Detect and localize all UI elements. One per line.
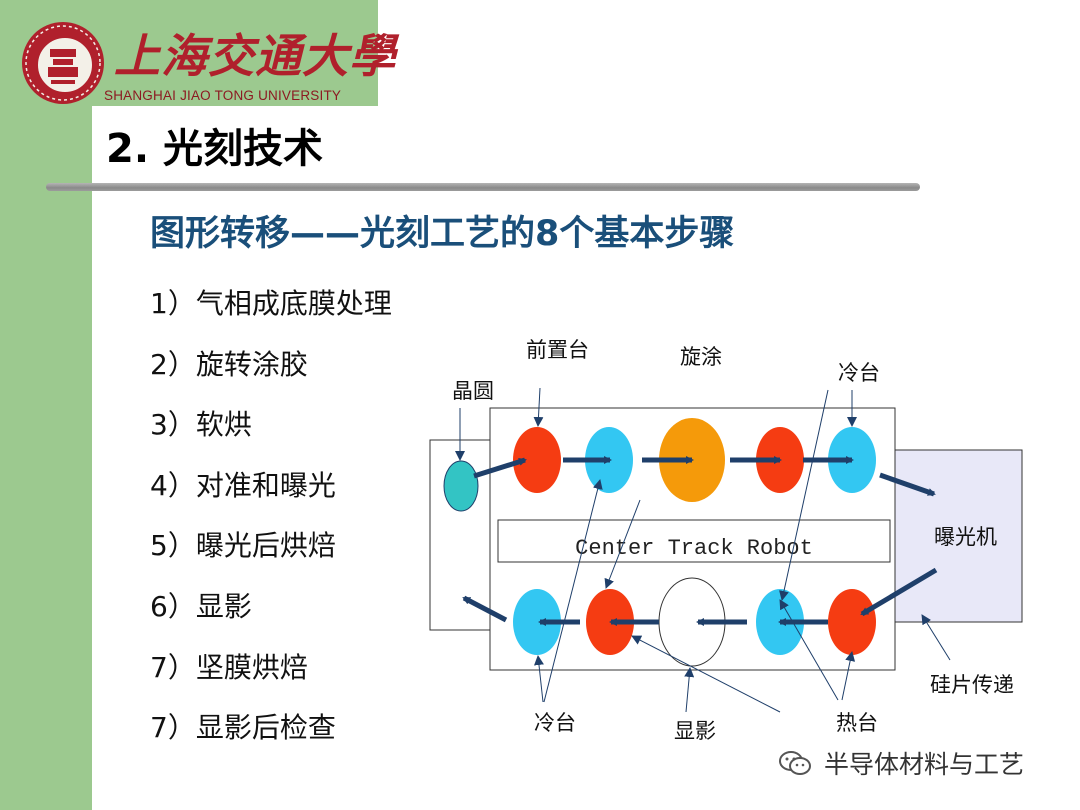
flow-arrow [879, 472, 936, 497]
wechat-watermark: 半导体材料与工艺 [778, 745, 1024, 781]
step-item: 5）曝光后烘焙 [150, 529, 336, 563]
label-pointer [684, 667, 695, 713]
step-list: 1）气相成底膜处理 2）旋转涂胶 3）软烘 4）对准和曝光 5）曝光后烘焙 6）… [150, 282, 392, 767]
slide-subtitle: 图形转移——光刻工艺的8个基本步骤 [150, 214, 735, 254]
step-item: 1）气相成底膜处理 [150, 287, 392, 320]
step-item: 7）坚膜烘焙 [150, 650, 308, 684]
label-pointer [631, 635, 781, 713]
robot-rail [497, 519, 891, 563]
step-item: 4）对准和曝光 [150, 468, 336, 502]
step-item: 7）显影后检查 [150, 711, 336, 745]
step-item: 3）软烘 [150, 408, 252, 442]
label-pointer [779, 389, 829, 601]
left-accent-band [0, 0, 92, 810]
flow-arrow [473, 457, 527, 479]
track-system-diagram: Center Track Robot [429, 338, 1023, 743]
hot-stage-dot [828, 589, 876, 655]
label-pointer [921, 614, 951, 661]
robot-label: Center Track Robot [575, 536, 813, 561]
cool-stage-dot [513, 589, 561, 655]
label-pointer [841, 651, 856, 701]
label-exposure: 曝光机 [934, 525, 997, 549]
label-pointer [534, 655, 544, 703]
divider-rule [46, 183, 920, 191]
section-title: 2. 光刻技术 [106, 126, 323, 172]
university-seal-icon [22, 22, 104, 104]
wechat-icon [779, 751, 811, 775]
label-spin-coat: 旋涂 [680, 345, 722, 369]
flow-arrow [860, 567, 938, 617]
flow-arrow [462, 595, 508, 623]
step-item: 2）旋转涂胶 [150, 347, 308, 381]
label-cool-bottom: 冷台 [534, 711, 576, 735]
label-cool-top: 冷台 [838, 361, 880, 385]
label-wafer: 晶圆 [452, 379, 494, 403]
label-wafer-transfer: 硅片传递 [930, 673, 1014, 697]
label-pre-stage: 前置台 [526, 338, 589, 362]
label-hot-plate: 热台 [836, 711, 878, 735]
watermark-text: 半导体材料与工艺 [824, 750, 1025, 779]
university-name-en: SHANGHAI JIAO TONG UNIVERSITY [104, 88, 342, 103]
university-name-cn: 上海交通大學 [114, 29, 396, 83]
pre-stage-dot [513, 427, 561, 493]
step-item: 6）显影 [150, 589, 252, 623]
label-pointer [604, 499, 641, 589]
label-pointer [533, 387, 544, 427]
label-develop: 显影 [674, 719, 716, 743]
label-pointer [543, 479, 603, 703]
wafer-dot [443, 460, 479, 512]
exposure-box [889, 449, 1023, 623]
university-logo: 上海交通大學 SHANGHAI JIAO TONG UNIVERSITY [18, 18, 395, 108]
label-pointer [779, 599, 839, 701]
